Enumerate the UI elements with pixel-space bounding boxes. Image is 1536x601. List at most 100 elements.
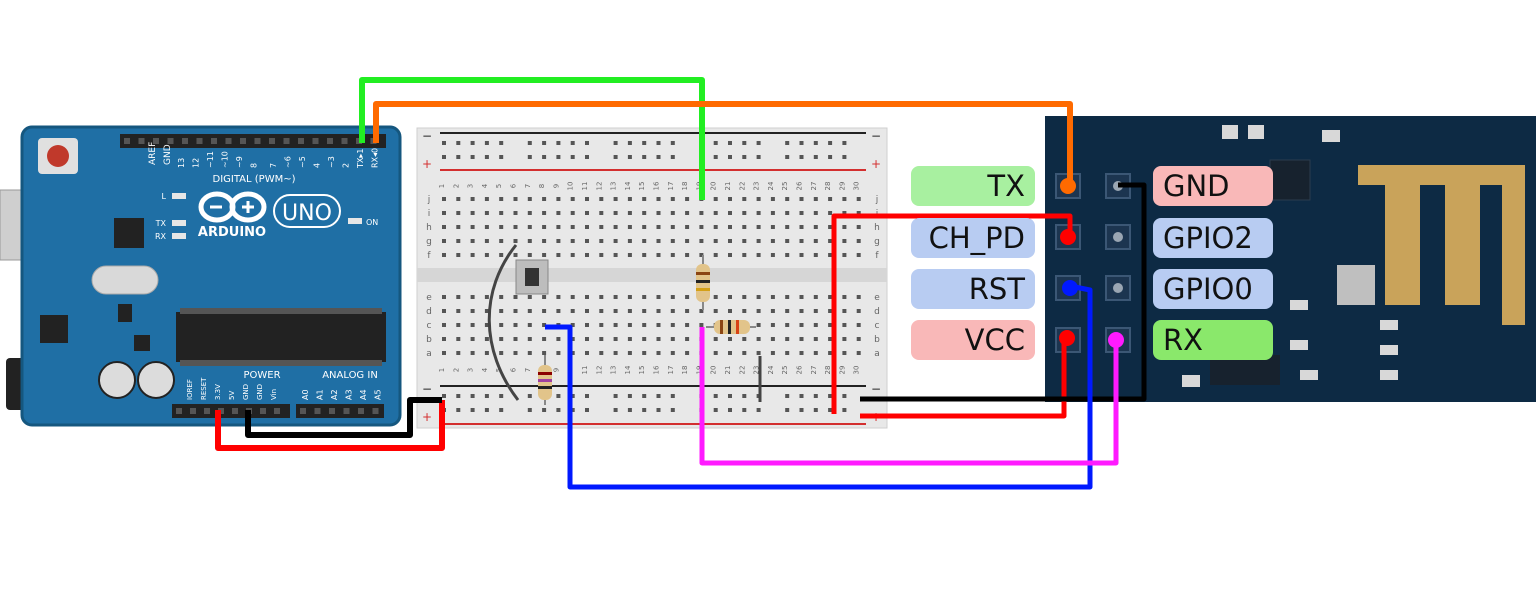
bb-hole xyxy=(656,253,661,257)
wire-magenta-rx xyxy=(699,327,1119,466)
wire-end-orange xyxy=(1060,178,1076,194)
bb-hole xyxy=(742,253,747,257)
bb-rail-hole xyxy=(813,155,818,159)
bb-hole xyxy=(642,197,647,201)
bb-hole xyxy=(756,295,761,299)
bottom-right-minus: − xyxy=(871,382,881,396)
bb-col-number: 1 xyxy=(438,368,446,372)
bb-hole xyxy=(713,351,718,355)
bb-rail-hole xyxy=(556,141,561,145)
wire-red-vcc xyxy=(860,338,1067,419)
bb-hole xyxy=(685,337,690,341)
bb-hole xyxy=(828,239,833,243)
bb-hole xyxy=(542,211,547,215)
bb-hole xyxy=(527,337,532,341)
bb-rail-hole xyxy=(470,394,475,398)
bb-hole xyxy=(470,309,475,313)
esp-label-gpio2: GPIO2 xyxy=(1153,218,1273,258)
bb-hole xyxy=(713,239,718,243)
smd-4 xyxy=(1290,300,1308,310)
bb-hole xyxy=(456,337,461,341)
bb-col-number: 14 xyxy=(624,181,632,190)
bb-hole xyxy=(499,323,504,327)
bb-hole xyxy=(756,197,761,201)
bb-hole xyxy=(585,211,589,215)
led-l-label: L xyxy=(162,192,167,201)
bb-hole xyxy=(685,197,690,201)
bb-rail-hole xyxy=(556,408,561,412)
power-header-holes xyxy=(176,408,379,414)
bb-hole xyxy=(856,253,861,257)
bb-rail-hole xyxy=(499,155,504,159)
bb-hole xyxy=(842,337,847,341)
bb-col-number: 29 xyxy=(838,366,846,375)
bb-hole xyxy=(685,253,690,257)
resistor-vertical-2 xyxy=(696,255,710,310)
bb-hole xyxy=(799,309,804,313)
bottom-left-plus: + xyxy=(422,410,432,424)
bb-hole xyxy=(685,323,690,327)
bb-hole xyxy=(770,211,775,215)
bb-rail-hole xyxy=(728,408,732,412)
jumper-wire-button-to-ground xyxy=(487,244,520,401)
bb-hole xyxy=(799,239,804,243)
bb-hole xyxy=(627,239,632,243)
bb-hole xyxy=(542,253,547,257)
bb-rail-hole xyxy=(456,408,461,412)
bb-hole xyxy=(599,197,604,201)
chip-socket-bottom xyxy=(180,360,382,366)
bb-hole xyxy=(813,197,818,201)
bb-row-letter: c xyxy=(427,321,432,331)
bb-hole xyxy=(728,295,732,299)
header-hole xyxy=(204,408,210,414)
power-pin-label: IOREF xyxy=(186,379,194,400)
bb-hole xyxy=(613,323,618,327)
bb-hole xyxy=(856,337,861,341)
aref-label: AREF xyxy=(148,142,158,165)
bb-hole xyxy=(742,239,747,243)
bb-hole xyxy=(456,211,461,215)
bb-hole xyxy=(756,323,761,327)
bb-rail-hole xyxy=(456,141,461,145)
bb-rail-hole xyxy=(742,141,747,145)
bb-hole xyxy=(813,225,818,229)
bb-rail-hole xyxy=(756,155,761,159)
bb-hole xyxy=(613,253,618,257)
bb-rail-hole xyxy=(670,408,675,412)
bb-hole xyxy=(756,351,761,355)
digital-pin-label: ~11 xyxy=(206,151,215,168)
bb-hole xyxy=(484,211,489,215)
bb-rail-hole xyxy=(656,394,661,398)
bb-hole xyxy=(542,295,547,299)
bb-hole xyxy=(842,351,847,355)
bb-rail-hole xyxy=(484,394,489,398)
bb-col-number: 13 xyxy=(610,182,618,191)
bb-hole xyxy=(699,225,704,229)
header-hole xyxy=(211,138,217,144)
header-hole xyxy=(329,408,335,414)
bb-rail-hole xyxy=(613,155,618,159)
bb-hole xyxy=(670,197,675,201)
bb-rail-hole xyxy=(799,408,804,412)
bb-rail-hole xyxy=(484,141,489,145)
bb-col-number: 20 xyxy=(710,366,718,375)
header-hole xyxy=(240,138,246,144)
header-hole xyxy=(260,408,266,414)
bb-hole xyxy=(685,351,690,355)
bb-hole xyxy=(770,323,775,327)
bb-col-number: 23 xyxy=(753,182,761,191)
smd-2 xyxy=(1248,125,1264,139)
bb-hole xyxy=(728,351,732,355)
bb-hole xyxy=(499,197,504,201)
resistor-horizontal xyxy=(706,320,756,334)
bb-hole xyxy=(542,239,547,243)
bb-hole xyxy=(656,295,661,299)
bb-hole xyxy=(442,197,446,201)
bb-hole xyxy=(799,323,804,327)
bb-col-number: 30 xyxy=(853,366,861,375)
bb-row-letter: d xyxy=(874,307,880,317)
bb-hole xyxy=(513,225,518,229)
bb-hole xyxy=(742,295,747,299)
wire-blue-rst xyxy=(545,283,1093,490)
